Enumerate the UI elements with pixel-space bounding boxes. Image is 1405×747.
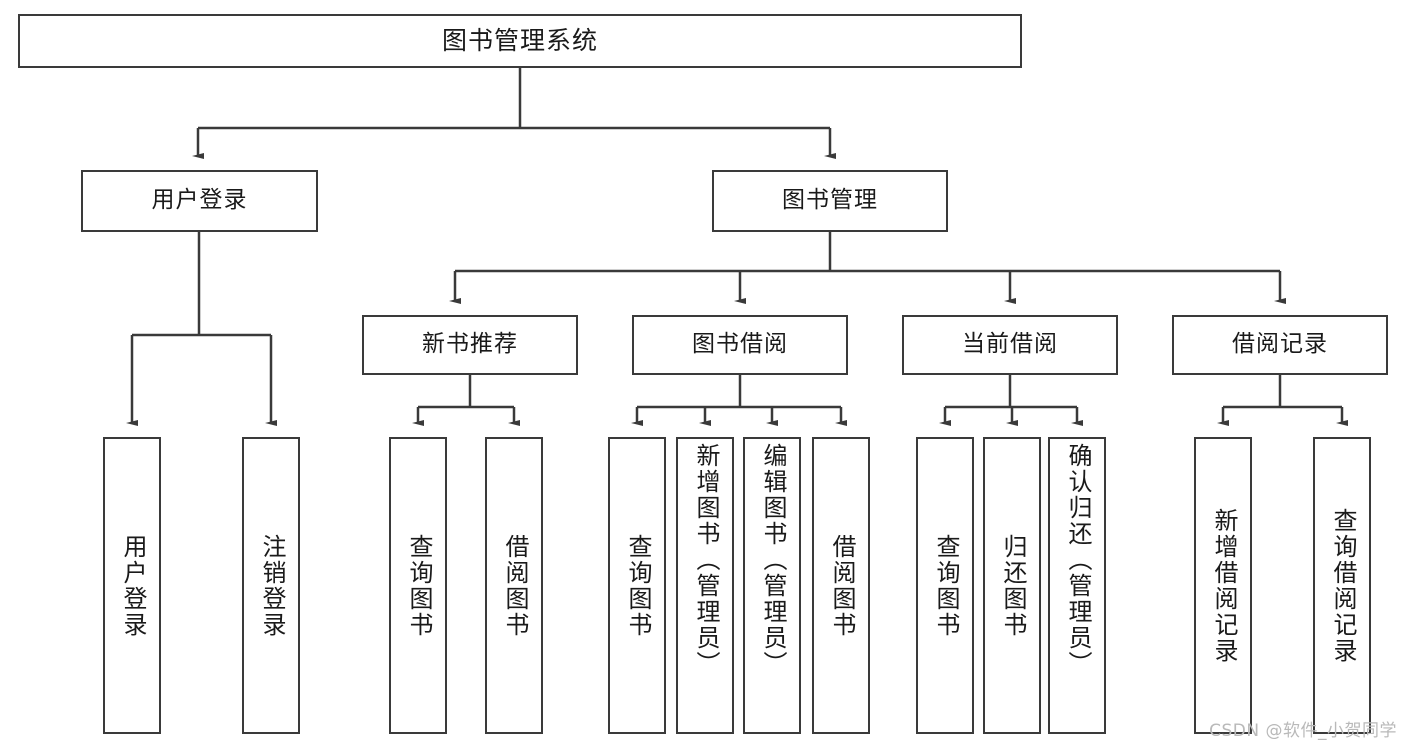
node-label: 新增借阅记录 bbox=[1209, 507, 1238, 664]
node-label: 确认归还（管理员） bbox=[1063, 443, 1092, 677]
node-leaf-borrow-add-book-admin[interactable]: 新增图书（管理员） bbox=[676, 437, 734, 734]
node-leaf-new-book-query[interactable]: 查询图书 bbox=[389, 437, 447, 734]
node-label: 借阅记录 bbox=[1232, 331, 1328, 358]
node-book-borrow[interactable]: 图书借阅 bbox=[632, 315, 848, 375]
node-label: 注销登录 bbox=[257, 533, 286, 638]
node-label: 新增图书（管理员） bbox=[691, 443, 720, 677]
node-leaf-borrow-edit-book-admin[interactable]: 编辑图书（管理员） bbox=[743, 437, 801, 734]
node-new-book-recommend[interactable]: 新书推荐 bbox=[362, 315, 578, 375]
node-label: 图书借阅 bbox=[692, 331, 788, 358]
node-borrow-record[interactable]: 借阅记录 bbox=[1172, 315, 1388, 375]
node-label: 借阅图书 bbox=[500, 533, 529, 638]
node-leaf-current-return-book[interactable]: 归还图书 bbox=[983, 437, 1041, 734]
node-label: 查询图书 bbox=[931, 533, 960, 638]
node-label: 查询图书 bbox=[404, 533, 433, 638]
node-label: 当前借阅 bbox=[962, 331, 1058, 358]
node-leaf-borrow-borrow-book[interactable]: 借阅图书 bbox=[812, 437, 870, 734]
node-label: 归还图书 bbox=[998, 533, 1027, 638]
node-label: 编辑图书（管理员） bbox=[758, 443, 787, 677]
node-label: 查询图书 bbox=[623, 533, 652, 638]
node-label: 查询借阅记录 bbox=[1328, 507, 1357, 664]
node-label: 图书管理系统 bbox=[441, 26, 598, 56]
node-label: 用户登录 bbox=[151, 187, 248, 214]
node-leaf-record-query-record[interactable]: 查询借阅记录 bbox=[1313, 437, 1371, 734]
node-user-login[interactable]: 用户登录 bbox=[81, 170, 318, 232]
node-label: 用户登录 bbox=[118, 533, 147, 638]
node-current-borrow[interactable]: 当前借阅 bbox=[902, 315, 1118, 375]
node-leaf-user-login-signin[interactable]: 用户登录 bbox=[103, 437, 161, 734]
node-leaf-new-book-borrow[interactable]: 借阅图书 bbox=[485, 437, 543, 734]
node-leaf-current-query-book[interactable]: 查询图书 bbox=[916, 437, 974, 734]
node-leaf-current-confirm-return-admin[interactable]: 确认归还（管理员） bbox=[1048, 437, 1106, 734]
node-label: 借阅图书 bbox=[827, 533, 856, 638]
node-label: 图书管理 bbox=[782, 187, 878, 214]
node-leaf-borrow-query-book[interactable]: 查询图书 bbox=[608, 437, 666, 734]
node-label: 新书推荐 bbox=[422, 331, 518, 358]
node-leaf-user-login-signout[interactable]: 注销登录 bbox=[242, 437, 300, 734]
node-book-management[interactable]: 图书管理 bbox=[712, 170, 948, 232]
node-root-book-management-system[interactable]: 图书管理系统 bbox=[18, 14, 1022, 68]
node-leaf-record-add-record[interactable]: 新增借阅记录 bbox=[1194, 437, 1252, 734]
